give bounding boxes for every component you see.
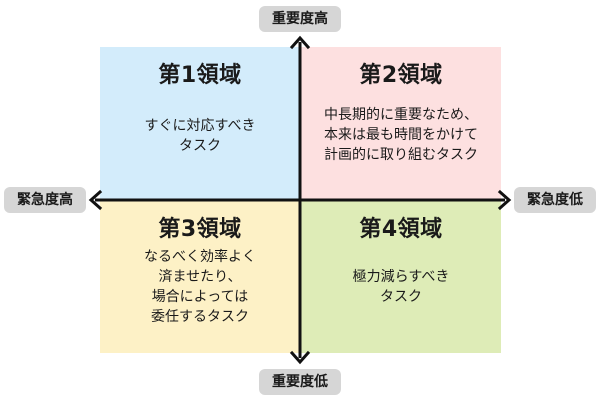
axis-label-urgency-low: 緊急度低 bbox=[514, 187, 596, 213]
arrowhead-up-icon bbox=[289, 35, 311, 50]
quadrant-3-description: なるべく効率よく 済ませたり、 場合によっては 委任するタスク bbox=[100, 247, 300, 327]
arrowhead-down-icon bbox=[289, 350, 311, 365]
quadrant-1-line: すぐに対応すべき bbox=[144, 118, 256, 134]
quadrant-1: 第1領域 すぐに対応すべき タスク bbox=[100, 47, 300, 199]
quadrant-2-description: 中長期的に重要なため、 本来は最も時間をかけて 計画的に取り組むタスク bbox=[301, 105, 501, 165]
quadrant-3-line: 済ませたり、 bbox=[158, 269, 242, 285]
quadrant-3-title: 第3領域 bbox=[158, 217, 242, 242]
axis-label-importance-low: 重要度低 bbox=[259, 369, 341, 395]
quadrant-4-description: 極力減らすべき タスク bbox=[301, 267, 501, 307]
quadrant-2: 第2領域 中長期的に重要なため、 本来は最も時間をかけて 計画的に取り組むタスク bbox=[301, 47, 501, 199]
quadrant-4-line: 極力減らすべき bbox=[352, 269, 450, 285]
quadrant-3-line: なるべく効率よく bbox=[144, 249, 256, 265]
quadrant-3-line: 場合によっては bbox=[151, 289, 249, 305]
quadrant-1-description: すぐに対応すべき タスク bbox=[100, 116, 300, 156]
quadrant-3: 第3領域 なるべく効率よく 済ませたり、 場合によっては 委任するタスク bbox=[100, 201, 300, 353]
arrowhead-left-icon bbox=[88, 189, 103, 211]
quadrant-2-title: 第2領域 bbox=[359, 63, 443, 88]
quadrant-4-line: タスク bbox=[380, 289, 422, 305]
quadrant-4: 第4領域 極力減らすべき タスク bbox=[301, 201, 501, 353]
quadrant-3-line: 委任するタスク bbox=[151, 309, 249, 325]
arrowhead-right-icon bbox=[497, 189, 512, 211]
quadrant-1-title: 第1領域 bbox=[158, 63, 242, 88]
quadrant-2-line: 本来は最も時間をかけて bbox=[324, 127, 478, 143]
axis-label-urgency-high: 緊急度高 bbox=[4, 187, 86, 213]
quadrant-2-line: 中長期的に重要なため、 bbox=[324, 107, 478, 123]
quadrant-2-line: 計画的に取り組むタスク bbox=[324, 147, 478, 163]
quadrant-1-line: タスク bbox=[179, 138, 221, 154]
axis-label-importance-high: 重要度高 bbox=[259, 6, 341, 32]
quadrant-4-title: 第4領域 bbox=[359, 217, 443, 242]
